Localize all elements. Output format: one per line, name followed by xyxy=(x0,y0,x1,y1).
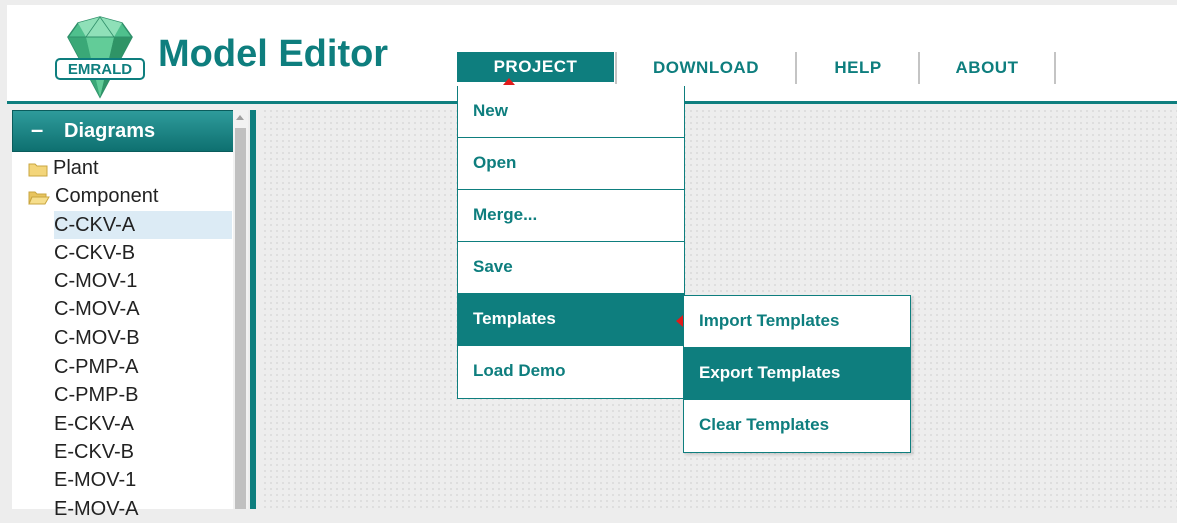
scrollbar-thumb[interactable] xyxy=(235,128,246,509)
tree-item-label: C-MOV-1 xyxy=(54,270,138,292)
tree-item-label: E-CKV-B xyxy=(54,441,135,463)
tree-item-label: C-MOV-B xyxy=(54,327,140,349)
menu-item-open[interactable]: Open xyxy=(458,138,684,190)
sidebar-header[interactable]: – Diagrams xyxy=(12,110,234,152)
emrald-logo: EMRALD xyxy=(55,16,145,99)
folder-icon xyxy=(28,163,48,177)
tree-item-label: C-MOV-A xyxy=(54,298,140,320)
nav-download[interactable]: DOWNLOAD xyxy=(618,52,794,84)
project-dropdown-menu: New Open Merge... Save Templates Load De… xyxy=(457,86,685,399)
menu-item-new[interactable]: New xyxy=(458,86,684,138)
tree-item[interactable]: C-PMP-A xyxy=(54,353,138,381)
tree-item[interactable]: C-CKV-B xyxy=(54,239,135,267)
sidebar-scrollbar[interactable] xyxy=(233,110,248,509)
tree-item[interactable]: C-PMP-B xyxy=(54,381,138,409)
diagrams-sidebar: – Diagrams Plant Component C-CKV-A C-CKV… xyxy=(12,110,234,520)
menu-item-templates[interactable]: Templates xyxy=(458,294,684,346)
tree-item-label: E-CKV-A xyxy=(54,413,135,435)
caret-up-icon xyxy=(503,78,515,85)
tree-folder-label: Component xyxy=(55,185,159,207)
tree-item-label: E-MOV-1 xyxy=(54,469,137,491)
tree-item-label: C-PMP-A xyxy=(54,356,139,378)
logo-text: EMRALD xyxy=(68,61,132,78)
app-title: Model Editor xyxy=(158,33,389,75)
sidebar-title: Diagrams xyxy=(64,120,156,142)
nav-download-label: DOWNLOAD xyxy=(653,58,759,77)
menu-item-merge[interactable]: Merge... xyxy=(458,190,684,242)
tree-item[interactable]: C-MOV-1 xyxy=(54,267,137,295)
panel-divider[interactable] xyxy=(250,110,256,509)
tree-item-label: C-PMP-B xyxy=(54,384,139,406)
tree-folder-plant[interactable]: Plant xyxy=(28,154,99,182)
nav-separator xyxy=(615,52,617,84)
nav-project[interactable]: PROJECT xyxy=(457,52,614,85)
tree-folder-label: Plant xyxy=(53,157,99,179)
templates-submenu: Import Templates Export Templates Clear … xyxy=(683,295,911,453)
nav-about-label: ABOUT xyxy=(955,58,1019,77)
nav-separator xyxy=(1054,52,1056,84)
tree-item-label: C-CKV-B xyxy=(54,242,136,264)
nav-separator xyxy=(918,52,920,84)
menu-item-save[interactable]: Save xyxy=(458,242,684,294)
tree-item[interactable]: C-MOV-B xyxy=(54,324,140,352)
tree-folder-component[interactable]: Component xyxy=(28,182,158,210)
tree-item-label: E-MOV-A xyxy=(54,498,139,520)
nav-about[interactable]: ABOUT xyxy=(921,52,1053,84)
menu-item-load-demo[interactable]: Load Demo xyxy=(473,361,566,380)
nav-project-label: PROJECT xyxy=(493,57,578,76)
tree-item[interactable]: E-CKV-A xyxy=(54,410,134,438)
tree-item[interactable]: E-MOV-1 xyxy=(54,466,136,494)
nav-separator xyxy=(795,52,797,84)
tree-item-label: C-CKV-A xyxy=(54,214,136,236)
tree-item[interactable]: E-CKV-B xyxy=(54,438,134,466)
menu-item-clear-templates[interactable]: Clear Templates xyxy=(699,415,830,434)
nav-help[interactable]: HELP xyxy=(798,52,918,84)
menu-item-export-templates[interactable]: Export Templates xyxy=(684,348,910,400)
tree-item[interactable]: C-CKV-A xyxy=(54,211,232,239)
caret-left-icon xyxy=(676,315,683,327)
menu-item-import-templates[interactable]: Import Templates xyxy=(684,296,910,348)
folder-open-icon xyxy=(28,191,50,205)
collapse-icon[interactable]: – xyxy=(31,117,44,142)
tree-item[interactable]: C-MOV-A xyxy=(54,295,140,323)
nav-help-label: HELP xyxy=(834,58,882,77)
tree-item[interactable]: E-MOV-A xyxy=(54,495,138,523)
scroll-up-icon[interactable] xyxy=(236,115,244,120)
